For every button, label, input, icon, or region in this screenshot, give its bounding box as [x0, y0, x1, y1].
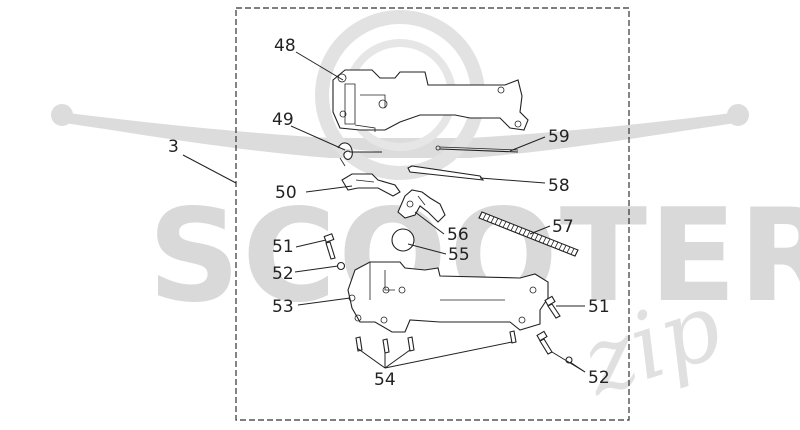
- leader-lines: [182, 51, 586, 373]
- callout-48: 48: [274, 36, 296, 56]
- callout-labels: 3 48 49 50 51 52 53 54 55 56 57 58 59 51…: [168, 36, 610, 390]
- callout-58: 58: [548, 176, 570, 196]
- part-51-bolt-right: [544, 295, 561, 319]
- callout-53: 53: [272, 297, 294, 317]
- callout-51-right: 51: [588, 297, 610, 317]
- part-52-washer-left: [336, 261, 346, 271]
- assembly-frame: [235, 7, 630, 421]
- callout-52-left: 52: [272, 264, 294, 284]
- callout-54: 54: [374, 370, 396, 390]
- part-50-latch-lever: [341, 173, 401, 197]
- part-57-serrated-strip: [478, 211, 579, 257]
- part-55-ball: [391, 228, 415, 252]
- part-51-bolt-lower: [536, 330, 553, 355]
- callout-3: 3: [168, 137, 179, 157]
- callout-50: 50: [275, 183, 297, 203]
- part-51-bolt-left: [323, 233, 336, 260]
- callout-52-right: 52: [588, 368, 610, 388]
- part-59-cable: [435, 145, 519, 153]
- callout-51-left: 51: [272, 237, 294, 257]
- callout-49: 49: [272, 110, 294, 130]
- callout-56: 56: [447, 225, 469, 245]
- part-48-upper-housing: [332, 69, 529, 132]
- callout-55: 55: [448, 245, 470, 265]
- part-49-spring: [337, 142, 382, 167]
- part-54-screws: [355, 330, 517, 354]
- part-53-lower-housing: [347, 261, 549, 333]
- callout-57: 57: [552, 217, 574, 237]
- callout-59: 59: [548, 127, 570, 147]
- part-56-trigger: [397, 189, 446, 223]
- part-58-rod: [407, 165, 485, 181]
